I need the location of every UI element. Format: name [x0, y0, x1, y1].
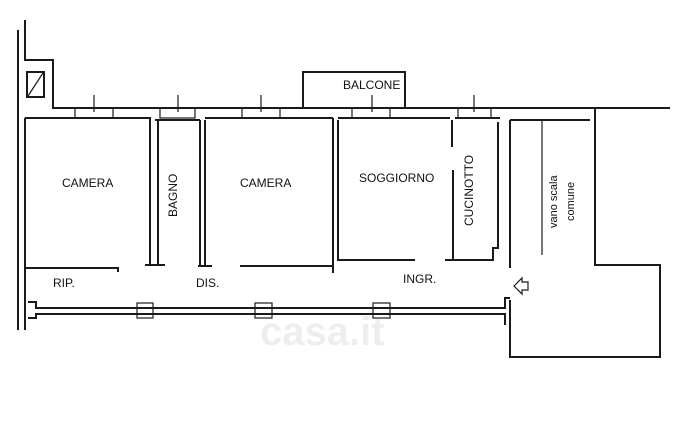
label-camera-2: CAMERA: [240, 176, 291, 190]
label-bagno: BAGNO: [166, 174, 180, 217]
watermark-logo: casa.it: [260, 310, 385, 354]
label-ripostiglio: RIP.: [53, 276, 75, 290]
windows: [74, 95, 492, 319]
shaft-diagonal-icon: [26, 71, 45, 98]
label-soggiorno: SOGGIORNO: [359, 171, 434, 185]
label-balcone: BALCONE: [343, 78, 400, 92]
label-cucinotto: CUCINOTTO: [462, 155, 476, 226]
label-camera-1: CAMERA: [62, 176, 113, 190]
label-comune: comune: [565, 182, 577, 221]
entrance-arrow-icon: [513, 276, 529, 296]
label-disimpegno: DIS.: [196, 276, 219, 290]
label-vano-scala: vano scala: [548, 175, 560, 228]
label-ingresso: INGR.: [403, 272, 436, 286]
outer-walls: [17, 20, 670, 358]
